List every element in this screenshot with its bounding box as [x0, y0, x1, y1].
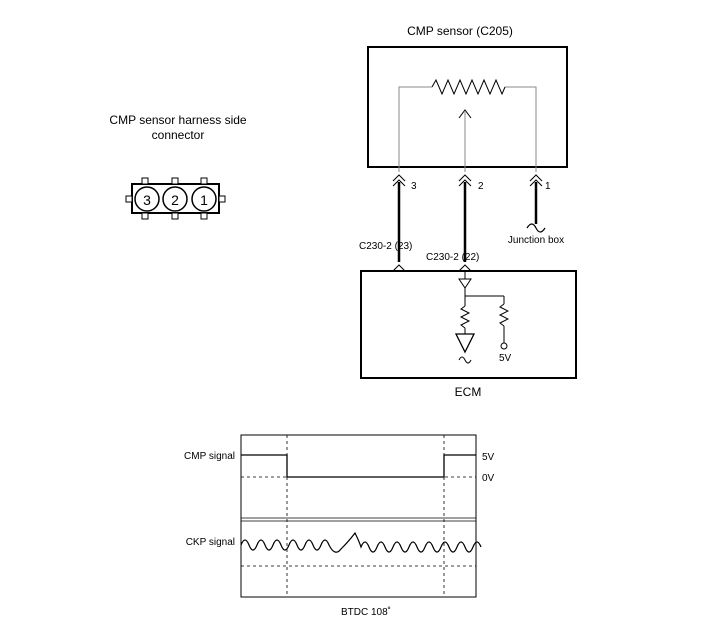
ecm-label: ECM — [455, 385, 482, 399]
waveform-frame — [240, 434, 477, 598]
connector-pin-1 — [191, 186, 217, 212]
sensor-pin-chevrons — [392, 174, 543, 187]
c230-23-label: C230-2 (23) — [359, 241, 412, 252]
ecm-internal-circuit — [454, 271, 510, 364]
sensor-pin-1-label: 1 — [545, 181, 551, 192]
connector-pin-3 — [134, 186, 160, 212]
sensor-pin-3-label: 3 — [411, 181, 417, 192]
btdc-label: BTDC 108˚ — [341, 606, 391, 618]
cmp-signal-label: CMP signal — [184, 451, 235, 462]
sensor-internal-circuit — [398, 86, 537, 172]
connector-pin-3-label: 3 — [143, 192, 151, 208]
ecm-pin-23-chevron — [392, 264, 406, 272]
ecm-box — [360, 270, 577, 379]
ecm-5v-label: 5V — [499, 353, 512, 364]
junction-box-label: Junction box — [508, 235, 564, 246]
connector-pin-2-label: 2 — [171, 192, 179, 208]
wiper-arrow — [458, 109, 472, 119]
connector-pin-1-label: 1 — [200, 192, 208, 208]
c230-22-label: C230-2 (22) — [426, 252, 479, 263]
potentiometer-resistor — [431, 78, 506, 96]
cmp-signal-trace — [241, 454, 476, 478]
ckp-signal-trace — [240, 531, 482, 553]
junction-ground-icon — [526, 223, 546, 233]
level-0v-label: 0V — [482, 473, 495, 484]
cmp-sensor-box — [367, 46, 568, 168]
harness-connector — [125, 177, 226, 220]
sensor-pin-2-label: 2 — [478, 181, 484, 192]
connector-pin-2 — [162, 186, 188, 212]
level-5v-label: 5V — [482, 452, 495, 463]
connector-title-line1: CMP sensor harness side — [109, 113, 247, 127]
sensor-title: CMP sensor (C205) — [407, 24, 513, 38]
connector-title-line2: connector — [152, 128, 205, 142]
ckp-signal-label: CKP signal — [186, 537, 235, 548]
ecm-pin-22-chevron — [458, 264, 472, 272]
